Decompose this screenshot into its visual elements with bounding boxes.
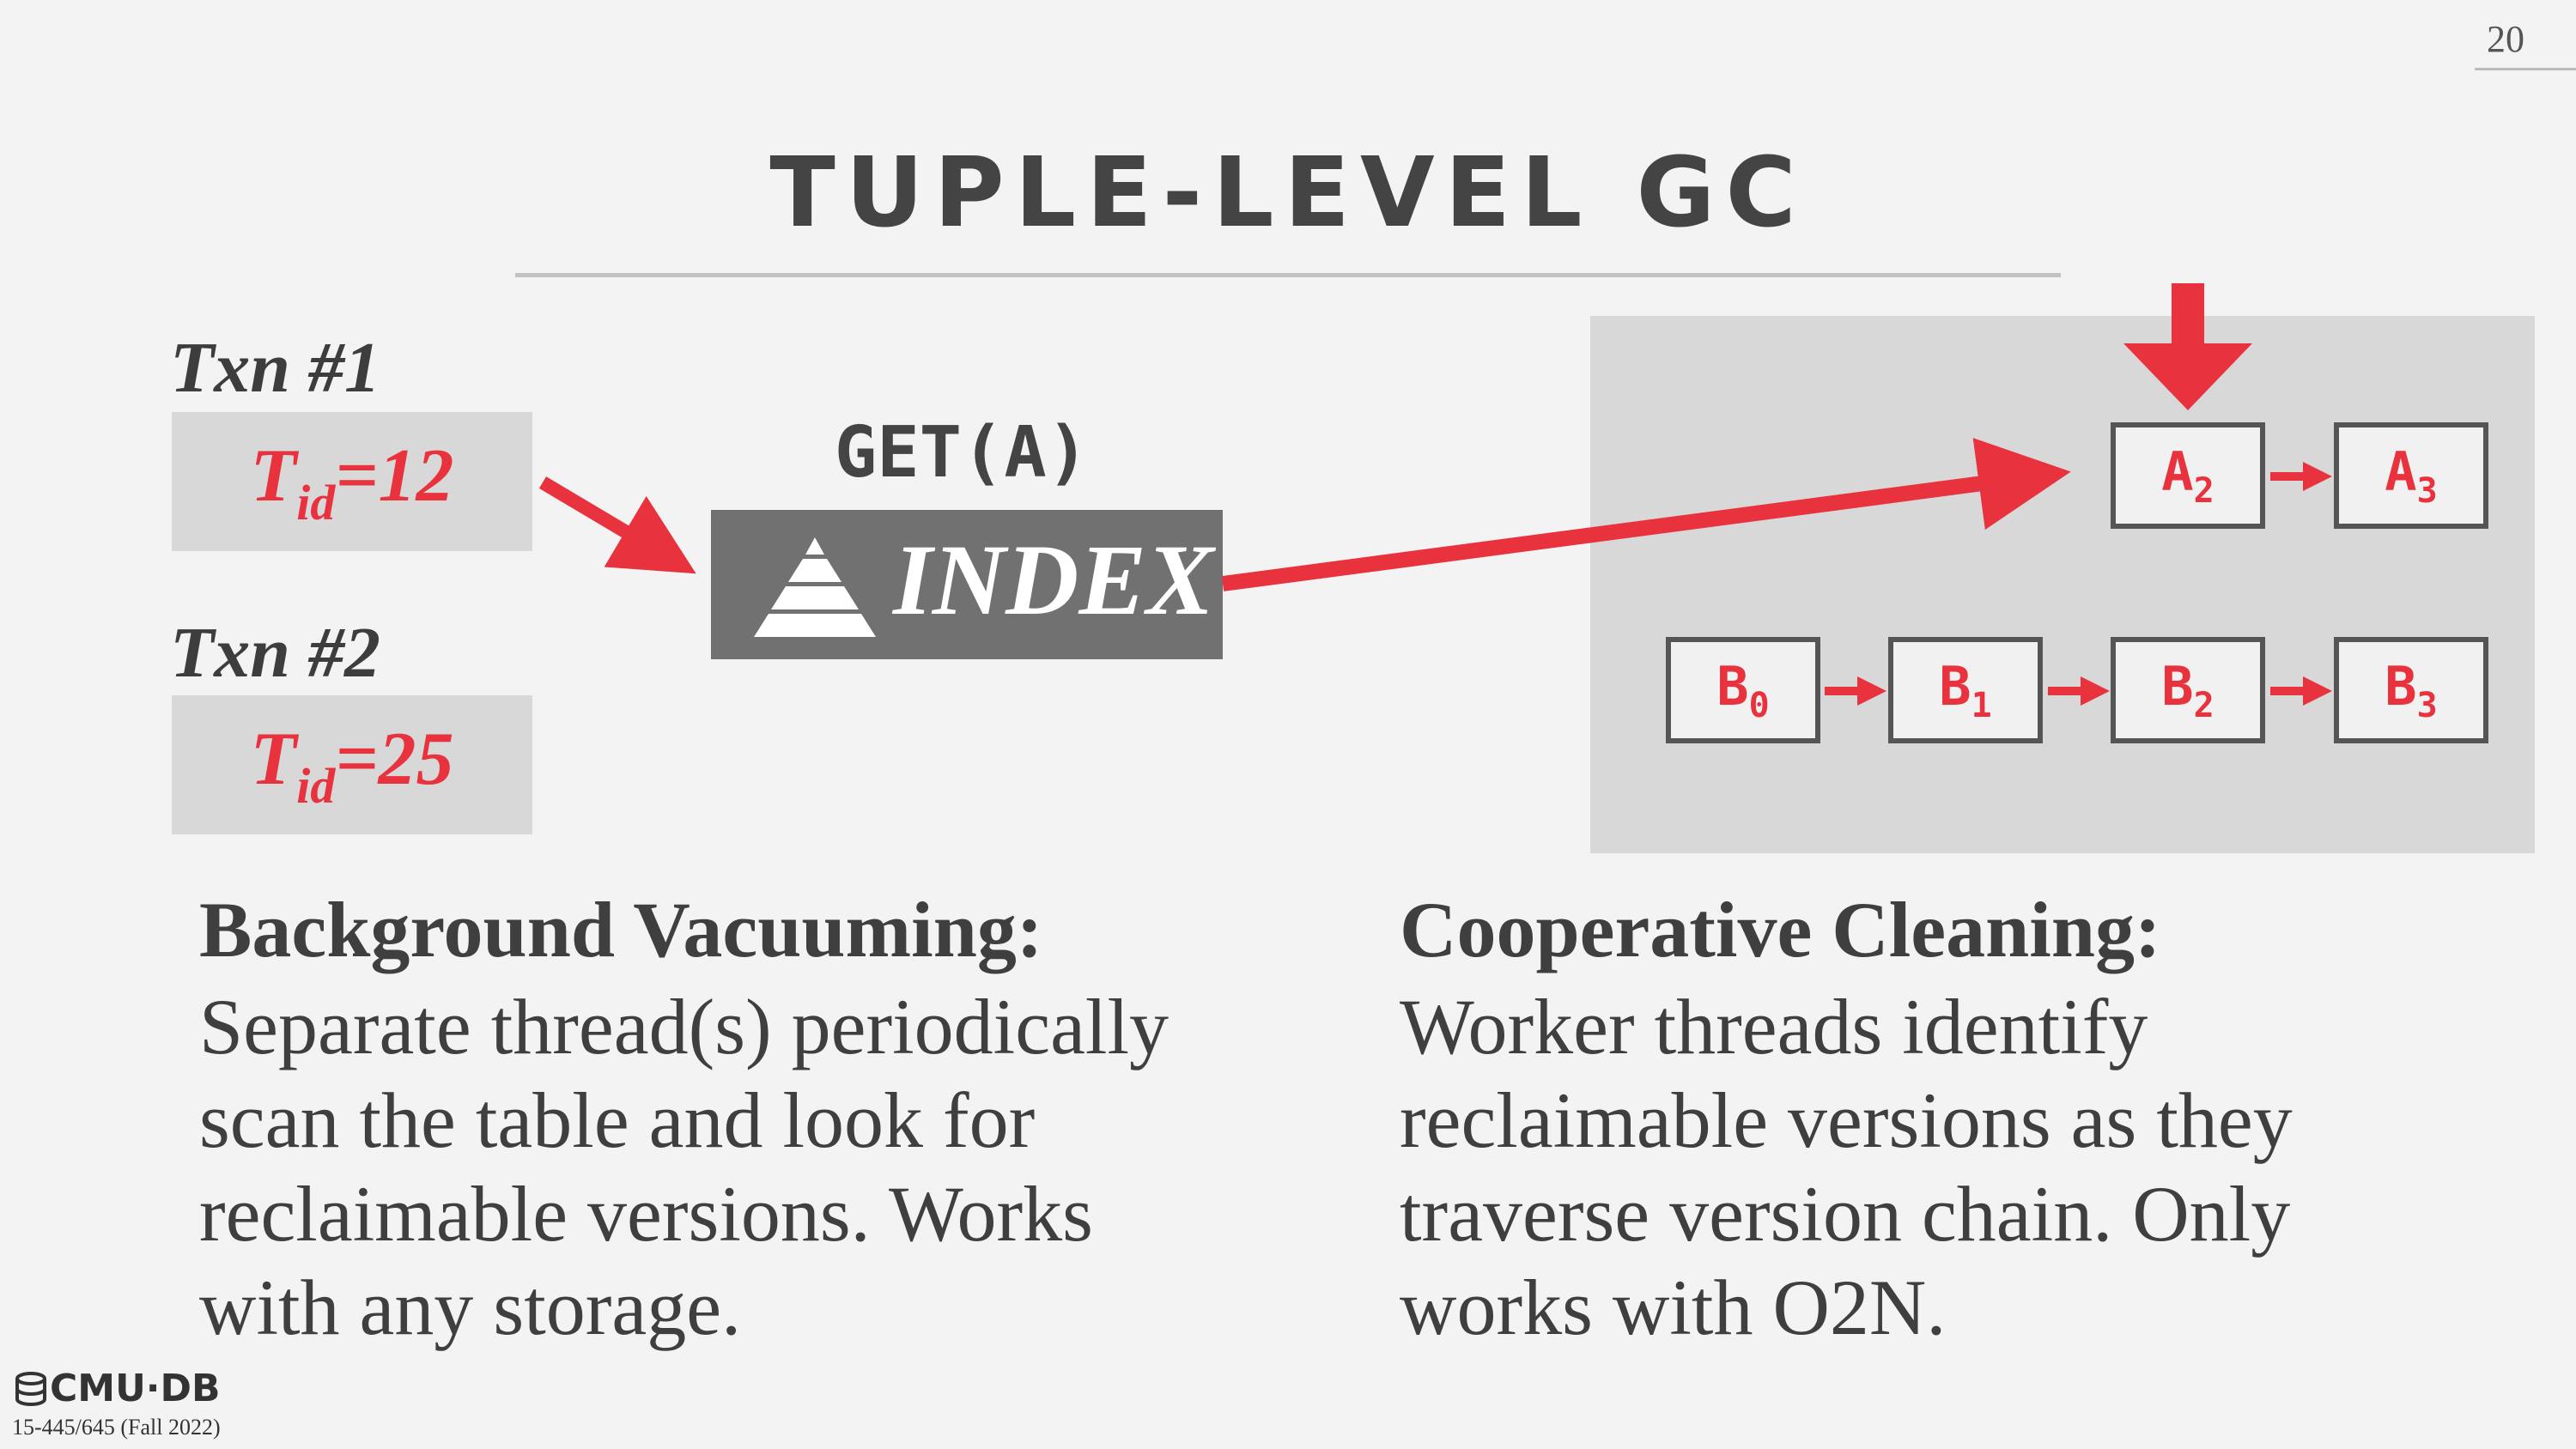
cmu-db-logo: CMU·DB <box>12 1367 221 1410</box>
chain-arrows <box>1825 462 2332 706</box>
txn-1-label: Txn #1 <box>170 328 381 408</box>
txn-2-tid: Tid=25 <box>250 717 454 814</box>
storage-panel <box>1590 316 2535 853</box>
right-heading: Cooperative Cleaning: <box>1400 886 2161 973</box>
version-a2: A2 <box>2111 422 2265 529</box>
left-heading: Background Vacuuming: <box>199 886 1043 973</box>
version-b2: B2 <box>2111 637 2265 743</box>
logo-text: CMU·DB <box>50 1367 221 1410</box>
title-underline <box>515 273 2061 277</box>
database-icon <box>15 1371 46 1406</box>
txn-1-tid-box: Tid=12 <box>172 412 532 551</box>
get-a-label: GET(A) <box>834 412 1090 494</box>
right-body: Worker threads identify reclaimable vers… <box>1400 983 2293 1351</box>
arrow-index-to-a2 <box>1221 438 2071 591</box>
txn-2-label: Txn #2 <box>170 613 381 693</box>
left-body: Separate thread(s) periodically scan the… <box>199 983 1170 1351</box>
version-a3: A3 <box>2334 422 2488 529</box>
version-b3: B3 <box>2334 637 2488 743</box>
txn-1-tid: Tid=12 <box>250 433 454 530</box>
version-b1: B1 <box>1888 637 2043 743</box>
slide-title: TUPLE-LEVEL GC <box>769 137 1807 249</box>
version-b0: B0 <box>1666 637 1820 743</box>
page-number-rule <box>2475 68 2576 70</box>
txn-2-tid-box: Tid=25 <box>172 695 532 834</box>
arrow-txn-to-index <box>538 476 696 574</box>
index-label: INDEX <box>893 524 1214 636</box>
arrow-down-to-a2 <box>2123 283 2252 410</box>
page-number: 20 <box>2487 18 2524 60</box>
course-label: 15-445/645 (Fall 2022) <box>12 1415 221 1440</box>
